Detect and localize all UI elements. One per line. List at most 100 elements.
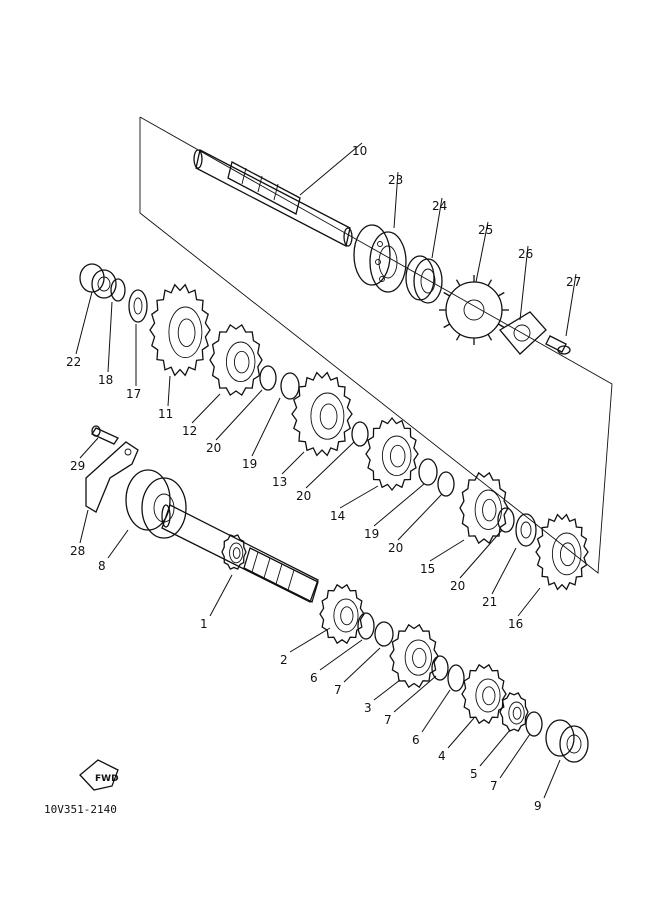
callout-13: 13 (272, 475, 287, 489)
callout-7-c: 7 (490, 779, 498, 793)
callout-6: 6 (310, 671, 318, 685)
callout-16-leader (517, 587, 541, 617)
callout-10-leader (299, 142, 363, 196)
callout-19-b-leader (373, 483, 425, 527)
callout-15-leader (429, 539, 465, 562)
washer-19-b (418, 458, 438, 486)
lock-washer-26 (499, 311, 547, 355)
gear-5 (499, 692, 529, 732)
callout-6-b-leader (421, 689, 451, 733)
callout-19: 19 (242, 457, 257, 471)
bushing-7-b (431, 655, 449, 681)
assembly-boundary (139, 116, 613, 574)
callout-23-leader (393, 171, 399, 229)
washer-6-a (357, 612, 375, 640)
callout-12-leader (191, 393, 221, 424)
callout-7-leader (343, 647, 381, 683)
washer-19-a (280, 372, 300, 400)
needle-bearing-9 (545, 719, 589, 763)
circlip-20-b (351, 421, 369, 447)
callout-23: 23 (388, 173, 403, 187)
callout-24: 24 (432, 199, 447, 213)
gear-3 (389, 623, 439, 689)
callout-25-leader (475, 221, 489, 283)
circlip-20-c (437, 471, 455, 497)
callout-20: 20 (206, 441, 221, 455)
forward-arrow-icon: FWD (79, 759, 119, 791)
oil-seal-24 (405, 255, 443, 304)
callout-9-leader (543, 759, 561, 799)
callout-8-leader (107, 529, 129, 559)
upper-shaft (193, 149, 353, 247)
callout-15: 15 (420, 562, 435, 576)
circlip-18 (110, 278, 126, 302)
callout-17: 17 (126, 387, 141, 401)
callout-12: 12 (182, 424, 197, 438)
callout-2-leader (289, 627, 331, 653)
callout-20-c-leader (397, 493, 443, 541)
bushing-7-c (525, 711, 543, 737)
bearing-23 (353, 224, 407, 293)
gear-4 (461, 663, 507, 725)
callout-28: 28 (70, 544, 85, 558)
callout-21: 21 (482, 595, 497, 609)
diagram-code: 10V351-2140 (44, 803, 117, 816)
callout-8: 8 (98, 559, 106, 573)
callout-13-leader (281, 451, 305, 475)
circlip-20-a (259, 365, 277, 391)
callout-29-leader (79, 437, 99, 459)
bolt-27 (545, 335, 571, 355)
callout-5-leader (479, 729, 511, 767)
gear-14 (365, 416, 419, 492)
callout-25: 25 (478, 223, 493, 237)
callout-3-leader (373, 679, 401, 701)
callout-3: 3 (364, 701, 372, 715)
callout-22: 22 (66, 355, 81, 369)
callout-20-c: 20 (388, 541, 403, 555)
callout-14-leader (339, 485, 379, 509)
callout-9: 9 (534, 799, 542, 813)
bearing-8 (125, 469, 187, 539)
gear-13 (291, 371, 353, 457)
callout-20-d: 20 (450, 579, 465, 593)
circlip-20-d (497, 507, 515, 533)
callout-7-b-leader (393, 675, 437, 713)
callout-18-leader (107, 301, 113, 373)
gear-16 (535, 513, 589, 591)
callout-7-b: 7 (384, 713, 392, 727)
callout-27: 27 (566, 275, 581, 289)
callout-11: 11 (158, 407, 173, 421)
bushing-7-a (374, 621, 394, 647)
callout-20-leader (215, 389, 263, 441)
washer-17 (128, 289, 148, 323)
callout-19-b: 19 (364, 527, 379, 541)
callout-1-leader (209, 574, 233, 617)
callout-7-c-leader (499, 733, 531, 779)
screw-29 (91, 425, 119, 445)
callout-19-leader (251, 397, 281, 457)
callout-6-b: 6 (412, 733, 420, 747)
callout-18: 18 (98, 373, 113, 387)
callout-29: 29 (70, 459, 85, 473)
washer-6-b (447, 664, 465, 692)
callout-4: 4 (438, 749, 446, 763)
callout-6-leader (319, 639, 363, 671)
callout-7: 7 (334, 683, 342, 697)
callout-26: 26 (518, 247, 533, 261)
fwd-label: FWD (95, 774, 119, 784)
callout-28-leader (79, 509, 89, 544)
callout-10: 10 (352, 144, 367, 158)
callout-22-leader (75, 291, 93, 355)
callout-27-leader (565, 273, 577, 337)
callout-11-leader (167, 375, 171, 407)
gear-11 (149, 283, 211, 377)
gear-2 (319, 583, 365, 645)
callout-21-leader (491, 547, 517, 595)
callout-20-b-leader (305, 441, 355, 489)
callout-16: 16 (508, 617, 523, 631)
drive-sprocket-25 (439, 275, 509, 345)
bearing-plate-28 (85, 441, 139, 513)
washer-21 (515, 513, 537, 547)
